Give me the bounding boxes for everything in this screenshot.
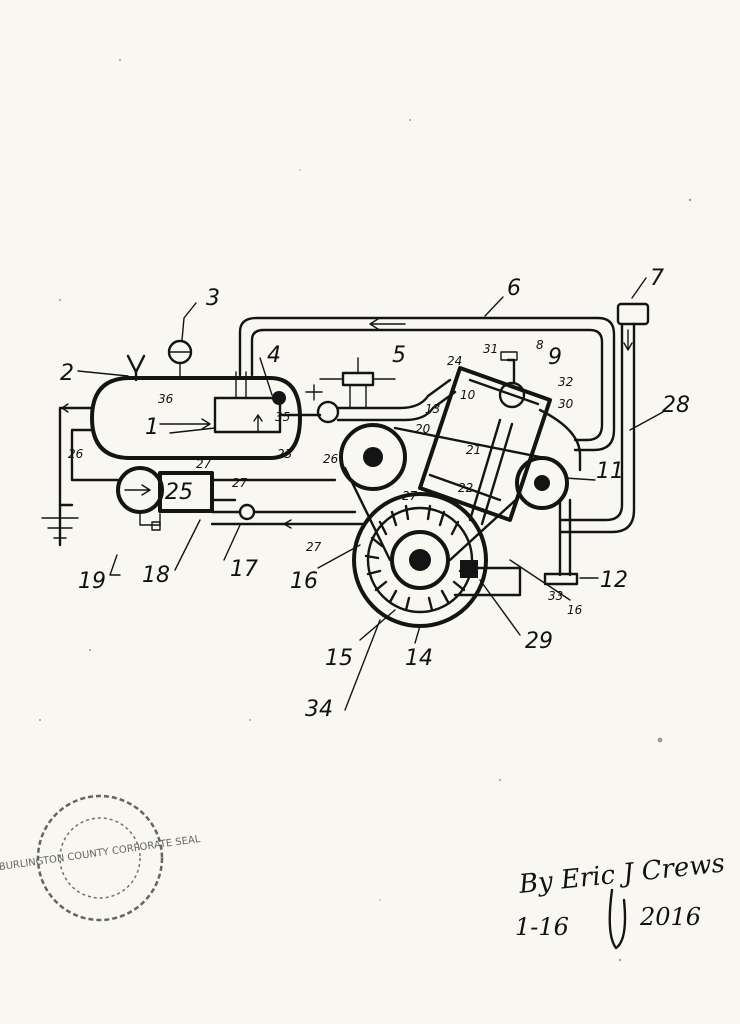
seal-text: BURLINGTON COUNTY CORPORATE SEAL: [0, 834, 201, 873]
label-23: 23: [277, 447, 292, 461]
label-27d: 27: [402, 489, 418, 503]
label-17: 17: [230, 557, 258, 582]
label-32: 32: [558, 375, 573, 389]
leader-lines: [77, 277, 664, 711]
label-28: 28: [662, 393, 690, 418]
label-26a: 26: [68, 447, 84, 461]
label-25: 25: [165, 480, 193, 505]
label-22: 22: [458, 481, 473, 495]
label-12: 12: [600, 568, 628, 593]
label-26b: 26: [323, 452, 339, 466]
label-14: 14: [405, 646, 433, 671]
label-24: 24: [447, 354, 462, 368]
intake-carburetor-35: [278, 371, 457, 424]
valve-17: [210, 503, 367, 529]
left-circuit-26: [41, 403, 120, 547]
label-19: 19: [78, 569, 106, 594]
output-line-12: [543, 498, 599, 586]
label-36: 36: [158, 392, 174, 406]
label-16b: 16: [567, 603, 583, 617]
label-15: 15: [325, 646, 353, 671]
label-5: 5: [392, 343, 406, 368]
drive-pulleys: [339, 423, 569, 562]
filler-inlet-2: [126, 354, 146, 382]
signature-name: By Eric J Crews: [517, 849, 727, 901]
label-6: 6: [507, 276, 521, 301]
paper-specks: [39, 59, 692, 962]
label-3: 3: [206, 286, 220, 311]
exhaust-pipe-7: [558, 302, 650, 534]
label-27b: 27: [232, 476, 248, 490]
label-2: 2: [60, 361, 74, 386]
label-7: 7: [650, 266, 664, 291]
pressure-gauge-3: [167, 339, 193, 379]
label-9: 9: [548, 345, 562, 370]
fuel-tank-1: [90, 371, 302, 460]
label-31: 31: [483, 342, 498, 356]
label-10: 10: [460, 388, 476, 402]
label-18: 18: [142, 563, 170, 588]
signature-date-day: 1-16: [515, 913, 569, 941]
label-20: 20: [415, 422, 431, 436]
label-11: 11: [596, 459, 624, 484]
control-unit-25: [116, 466, 337, 531]
label-33: 33: [548, 589, 563, 603]
label-34: 34: [305, 697, 333, 722]
part-labels: 3 2 1 4 5 6 7 8 9 10 11 12 13 14 15 16 1…: [60, 266, 690, 722]
label-30: 30: [558, 397, 574, 411]
label-27a: 27: [196, 457, 212, 471]
return-line-6: [238, 316, 616, 452]
label-4: 4: [267, 343, 281, 368]
signature-date-year: 2016: [639, 903, 701, 931]
label-1: 1: [145, 415, 159, 440]
label-13: 13: [425, 402, 440, 416]
inventor-signature: By Eric J Crews 1-16 2016: [515, 849, 727, 950]
corporate-seal-stamp: BURLINGTON COUNTY CORPORATE SEAL: [0, 794, 201, 922]
label-8: 8: [536, 338, 544, 352]
label-21: 21: [466, 443, 481, 457]
label-35: 35: [275, 410, 290, 424]
label-27c: 27: [306, 540, 322, 554]
label-16a: 16: [290, 569, 318, 594]
engine-cylinder: [418, 351, 582, 526]
label-29: 29: [525, 629, 553, 654]
